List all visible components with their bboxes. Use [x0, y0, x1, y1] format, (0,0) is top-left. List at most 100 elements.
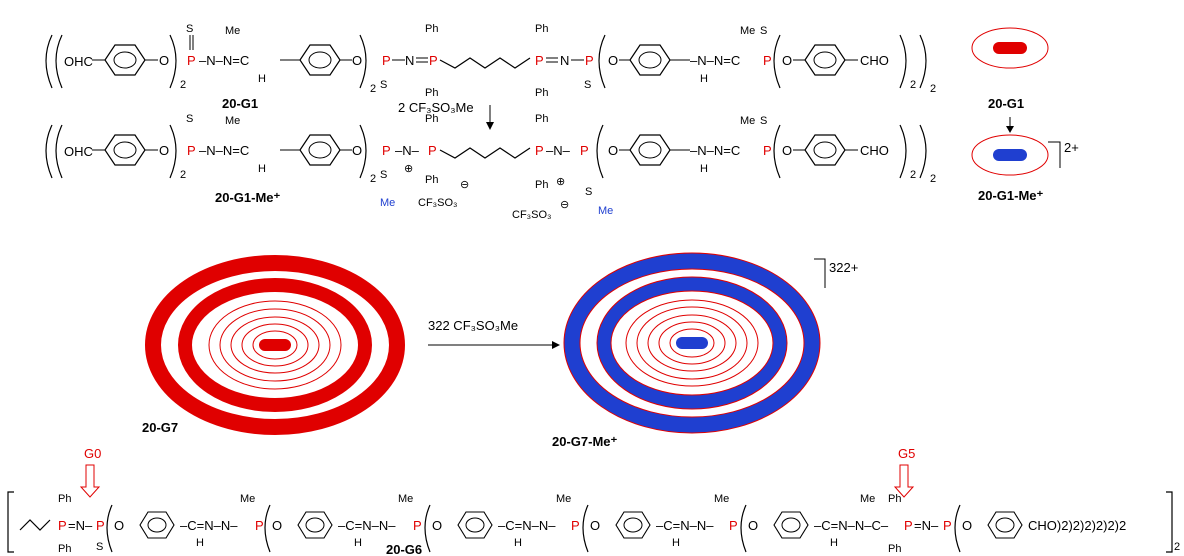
methyl-text-right: Me: [740, 25, 755, 37]
svg-text:–N–: –N–: [546, 143, 571, 158]
g6-ph-g5-top: Ph: [888, 493, 901, 505]
g6-p-2: P: [96, 518, 105, 533]
g1me-ohc-text: OHC: [64, 144, 93, 159]
svg-text:–C=N–N–: –C=N–N–: [338, 518, 396, 533]
core-s-left: S: [380, 79, 387, 91]
g6-o-5: O: [748, 518, 758, 533]
schematic-label-g1me: 20-G1-Me⁺: [978, 188, 1044, 203]
ph-top-left: Ph: [425, 23, 438, 35]
sulfur-text-right: S: [760, 25, 767, 37]
g1-ohc-text: OHC: [64, 54, 93, 69]
g1me-anion-left: CF₃SO₃: [418, 197, 458, 209]
structure-20-g6: Ph P Ph =N– P S G0 O –C=N–N– H Me P O –C…: [7, 446, 1180, 556]
reagent-step1: 2 CF₃SO₃Me: [398, 100, 474, 115]
g1me-s-top-right: S: [760, 115, 767, 127]
g6-label-g5: G5: [898, 446, 915, 461]
subscript-2b: 2: [370, 83, 376, 95]
oxygen-text-2: O: [352, 53, 362, 68]
g6-label-g0: G0: [84, 446, 101, 461]
g1me-minus-right: ⊖: [560, 199, 569, 211]
g6-p-core: P: [58, 518, 67, 533]
g1me-core-p2-right: P: [580, 143, 589, 158]
g1me-s-left: S: [380, 169, 387, 181]
g1me-sub-2: 2: [370, 173, 376, 185]
label-20-g7: 20-G7: [142, 420, 178, 435]
svg-text:–N–: –N–: [395, 143, 420, 158]
reagent-step2: 322 CF₃SO₃Me: [428, 318, 518, 333]
svg-text:–C=N–N–: –C=N–N–: [498, 518, 556, 533]
g6-me-1: Me: [240, 493, 255, 505]
g1me-charge: 2+: [1064, 140, 1079, 155]
g1me-oxygen-4: O: [782, 143, 792, 158]
benzene-ring: [104, 44, 146, 76]
g6-ph-bottom: Ph: [58, 543, 71, 555]
core-s-right: S: [584, 79, 591, 91]
oxygen-text-4: O: [782, 53, 792, 68]
core-p2-right: P: [585, 53, 594, 68]
hydrogen-text: H: [258, 73, 266, 85]
g1me-aldehyde: CHO: [860, 143, 889, 158]
label-20-g1-me: 20-G1-Me⁺: [215, 190, 281, 205]
g1me-core-p-right: P: [535, 143, 544, 158]
g1me-sub-3: 2: [910, 169, 916, 181]
g1me-minus-left: ⊖: [460, 179, 469, 191]
ph-bottom-right: Ph: [535, 87, 548, 99]
g6-o-2: O: [272, 518, 282, 533]
svg-text:–C=N–N–: –C=N–N–: [656, 518, 714, 533]
g1-core-red: [993, 42, 1027, 54]
g6-p-3: P: [255, 518, 264, 533]
svg-text:=N–: =N–: [68, 518, 93, 533]
structure-20-g1: OHC O P S Me –N–N=C H O 2 2 P S N P Ph P…: [45, 23, 936, 111]
g1me-h-right: H: [700, 163, 708, 175]
g1me-plus-left: ⊕: [404, 163, 413, 175]
g6-tail: CHO)2)2)2)2)2)2: [1028, 518, 1126, 533]
g1me-methyl-left: Me: [380, 197, 395, 209]
g6-o-6: O: [962, 518, 972, 533]
g6-o-1: O: [114, 518, 124, 533]
g1me-me-right: Me: [740, 115, 755, 127]
g1me-me: Me: [225, 115, 240, 127]
g6-h-4: H: [672, 537, 680, 549]
g6-me-5: Me: [860, 493, 875, 505]
label-20-g7-me: 20-G7-Me⁺: [552, 434, 618, 449]
phosphorus-text-right: P: [763, 53, 772, 68]
aldehyde-text: CHO: [860, 53, 889, 68]
g7me-charge: 322+: [829, 260, 858, 275]
g6-p-g5: P: [904, 518, 913, 533]
g7me-core-blue: [676, 337, 708, 349]
core-n-left: N: [405, 53, 414, 68]
hydrogen-text-right: H: [700, 73, 708, 85]
g7-core-red: [259, 339, 291, 351]
g6-o-3: O: [432, 518, 442, 533]
schematic-g7: 20-G7: [142, 255, 405, 435]
label-20-g6: 20-G6: [386, 542, 422, 556]
oxygen-text-3: O: [608, 53, 618, 68]
schematic-label-g1: 20-G1: [988, 96, 1024, 111]
g1me-oxygen-3: O: [608, 143, 618, 158]
g6-h-3: H: [514, 537, 522, 549]
g6-ph-top: Ph: [58, 493, 71, 505]
core-p-right: P: [535, 53, 544, 68]
g1me-core-blue: [993, 149, 1027, 161]
g6-h-2: H: [354, 537, 362, 549]
g6-h-1: H: [196, 537, 204, 549]
g6-s: S: [96, 541, 103, 553]
g1me-p-right: P: [763, 143, 772, 158]
core-n-right: N: [560, 53, 569, 68]
g6-p-g5b: P: [943, 518, 952, 533]
g1me-p: P: [187, 143, 196, 158]
g1me-sub-1: 2: [180, 169, 186, 181]
g1me-core-p2: P: [428, 143, 437, 158]
reaction-step-1: 2 CF₃SO₃Me: [398, 100, 494, 130]
g1me-oxygen: O: [159, 143, 169, 158]
subscript-2d: 2: [930, 83, 936, 95]
g6-me-4: Me: [714, 493, 729, 505]
ph-bottom-left: Ph: [425, 87, 438, 99]
g1me-h: H: [258, 163, 266, 175]
hydrazone-chain-right: –N–N=C: [690, 53, 740, 68]
hydrazone-chain: –N–N=C: [199, 53, 249, 68]
g1me-chain: –N–N=C: [199, 143, 249, 158]
label-20-g1: 20-G1: [222, 96, 258, 111]
ph-top-right: Ph: [535, 23, 548, 35]
